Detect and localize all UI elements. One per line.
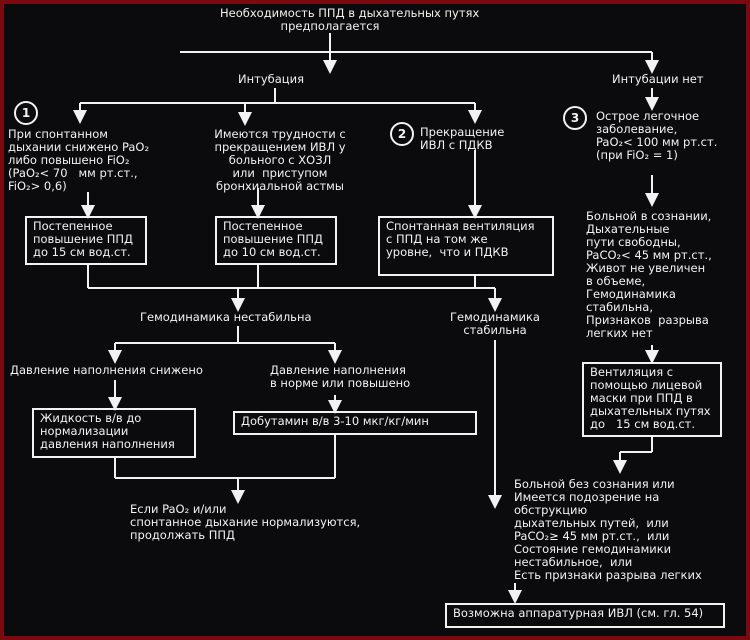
box-iv-fluids: Жидкость в/в до нормализации давления на… [32, 408, 196, 458]
box-mechanical-ventilation: Возможна аппаратурная ИВЛ (см. гл. 54) [445, 603, 725, 628]
condition-copd-asthma: Имеются трудности с прекращением ИВЛ у б… [214, 127, 346, 193]
box-dobutamine: Добутамин в/в 3-10 мкг/кг/мин [233, 411, 477, 435]
box-cpap-increase-15: Постепенное повышение ППД до 15 см вод.с… [25, 216, 147, 265]
no-intubation-label: Интубации нет [612, 72, 704, 86]
condition-acute-lung-disease: Острое легочное заболевание, PaO₂< 100 м… [596, 109, 718, 162]
filling-pressure-low-label: Давление наполнения снижено [10, 363, 203, 377]
hemodynamics-stable-label: Гемодинамика стабильна [450, 310, 540, 337]
conscious-patient-criteria: Больной в сознании, Дыхательные пути сво… [586, 209, 712, 340]
intubation-label: Интубация [238, 72, 304, 86]
diagram-background [4, 4, 746, 636]
hemodynamics-unstable-label: Гемодинамика нестабильна [140, 310, 312, 324]
unconscious-patient-criteria: Больной без сознания или Имеется подозре… [514, 477, 702, 582]
step-marker-2: 2 [390, 122, 414, 146]
step-marker-3: 3 [563, 106, 587, 130]
continue-cpap-text: Если PaO₂ и/или спонтанное дыхание норма… [130, 502, 361, 542]
box-spontaneous-ventilation: Спонтанная вентиляция с ППД на том же ур… [378, 216, 554, 276]
box-cpap-increase-10: Постепенное повышение ППД до 10 см вод.с… [215, 216, 337, 265]
box-face-mask-ventilation: Вентиляция с помощью лицевой маски при П… [582, 362, 722, 437]
condition-spontaneous-breathing: При спонтанном дыхании снижено PaO₂ либо… [8, 127, 150, 193]
condition-peep-weaning: Прекращение ИВЛ с ПДКВ [420, 125, 505, 152]
step-marker-1: 1 [14, 101, 38, 125]
filling-pressure-normal-label: Давление наполнения в норме или повышено [270, 363, 411, 390]
flowchart-title: Необходимость ППД в дыхательных путях пр… [220, 6, 479, 33]
